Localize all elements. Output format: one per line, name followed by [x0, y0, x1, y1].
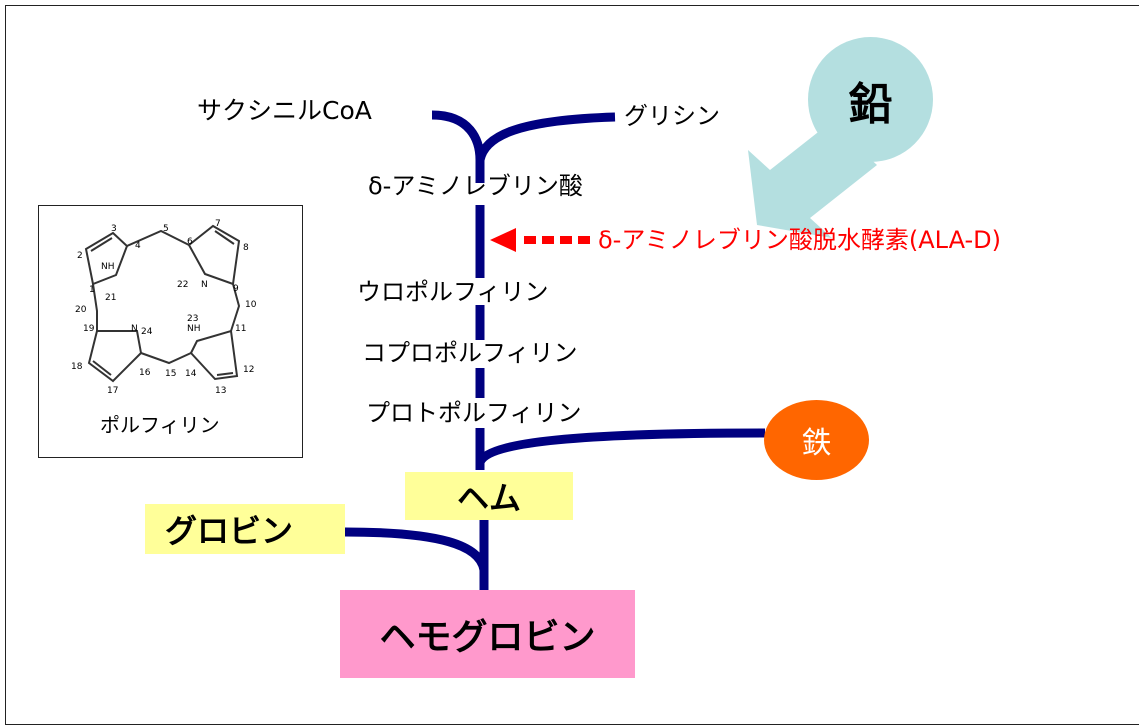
- atom-number: 6: [187, 237, 193, 247]
- atom-number: 16: [139, 368, 151, 378]
- inhibition-dotted-line: [524, 236, 590, 244]
- ala-label: δ-アミノレブリン酸: [368, 172, 583, 200]
- atom-number: 17: [107, 386, 118, 396]
- succinyl-coa-branch: [431, 110, 485, 161]
- nitrogen-label: N: [201, 280, 208, 290]
- nitrogen-label: N: [131, 324, 138, 334]
- porphyrin-structure: 1 2 3 4 5 6 7 8 9 10 11 12 13 14 15 16 1…: [71, 219, 257, 396]
- atom-number: 13: [215, 386, 226, 396]
- atom-number: 11: [235, 324, 246, 334]
- atom-number: 4: [135, 241, 141, 251]
- nitrogen-number: 22: [177, 280, 188, 290]
- atom-number: 14: [185, 369, 197, 379]
- iron-branch: [475, 428, 766, 465]
- nitrogen-number: 24: [141, 327, 153, 337]
- ala-d-enzyme-label: δ-アミノレブリン酸脱水酵素(ALA-D): [598, 226, 1001, 254]
- atom-number: 18: [71, 362, 83, 372]
- nitrogen-number: 21: [105, 293, 116, 303]
- inhibition-arrowhead: [490, 228, 516, 252]
- atom-number: 20: [75, 305, 87, 315]
- nitrogen-label: NH: [187, 324, 201, 334]
- iron-circle: 鉄: [764, 400, 869, 480]
- glycine-branch: [475, 112, 616, 162]
- hemoglobin-box: ヘモグロビン: [340, 590, 635, 678]
- atom-number: 8: [243, 243, 249, 253]
- atom-number: 15: [165, 369, 176, 379]
- atom-number: 5: [163, 224, 169, 234]
- atom-number: 10: [245, 300, 257, 310]
- coproporphyrin-label: コプロポルフィリン: [362, 339, 578, 367]
- atom-number: 7: [215, 219, 221, 229]
- atom-number: 12: [243, 365, 254, 375]
- succinyl-coa-label: サクシニルCoA: [197, 96, 372, 125]
- protoporphyrin-label: プロトポルフィリン: [366, 399, 582, 427]
- globin-branch: [344, 527, 489, 572]
- atom-number: 2: [77, 251, 83, 261]
- nitrogen-number: 23: [187, 314, 198, 324]
- atom-number: 3: [111, 224, 117, 234]
- atom-number: 19: [83, 324, 95, 334]
- porphyrin-structure-box: 1 2 3 4 5 6 7 8 9 10 11 12 13 14 15 16 1…: [38, 205, 303, 458]
- heme-box: ヘム: [405, 472, 573, 520]
- glycine-label: グリシン: [624, 102, 720, 130]
- nitrogen-label: NH: [101, 262, 115, 272]
- atom-number: 1: [89, 285, 95, 295]
- porphyrin-caption: ポルフィリン: [100, 413, 220, 437]
- globin-box: グロビン: [145, 504, 345, 554]
- uroporphyrin-label: ウロポルフィリン: [357, 278, 549, 306]
- lead-circle: 鉛: [808, 37, 933, 162]
- atom-number: 9: [233, 284, 239, 294]
